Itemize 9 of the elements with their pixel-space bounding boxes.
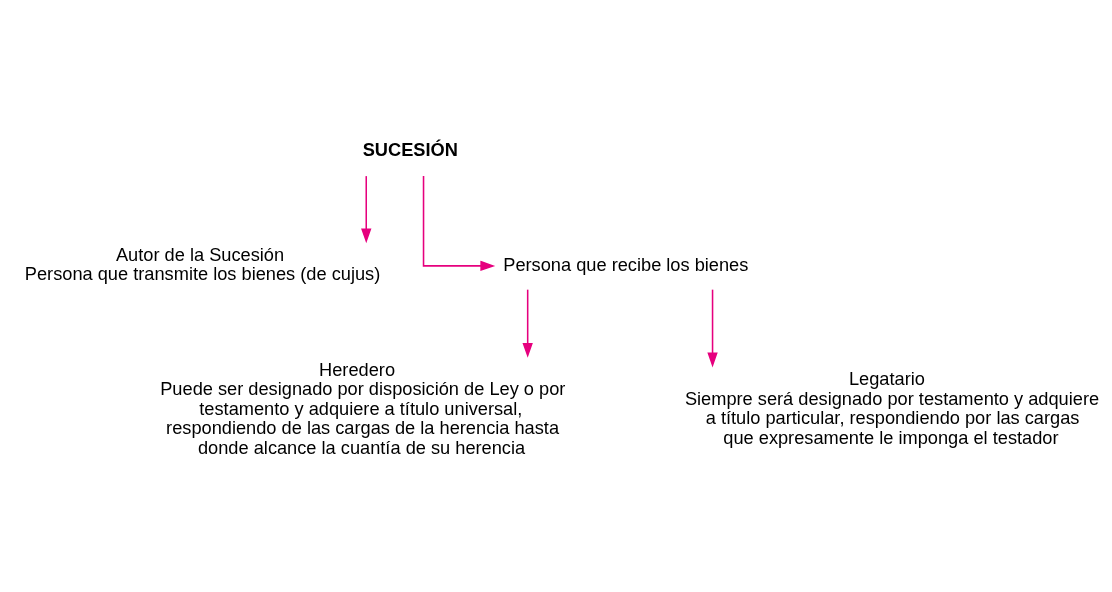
- arrow: [422, 174, 496, 271]
- arrow: [707, 288, 718, 367]
- arrow: [361, 174, 372, 243]
- node-text: Autor de la Sucesión Persona que transmite los bienes (de cujus): [24, 244, 381, 284]
- node-text: Persona que recibe los bienes: [503, 254, 749, 275]
- node-text: SUCESIÓN: [362, 139, 458, 160]
- node-text: Legatario Siempre será designado por testamento y adquiere a título particular, respondiendo por las cargas que expresamente le imponga el testador: [684, 368, 1100, 448]
- node-text: Heredero Puede ser designado por disposición de Ley o por testamento y adquiere a título universal, respondiendo de las cargas de la herencia hasta donde alcance la cuantía de su herencia: [160, 359, 566, 458]
- arrow: [522, 288, 533, 358]
